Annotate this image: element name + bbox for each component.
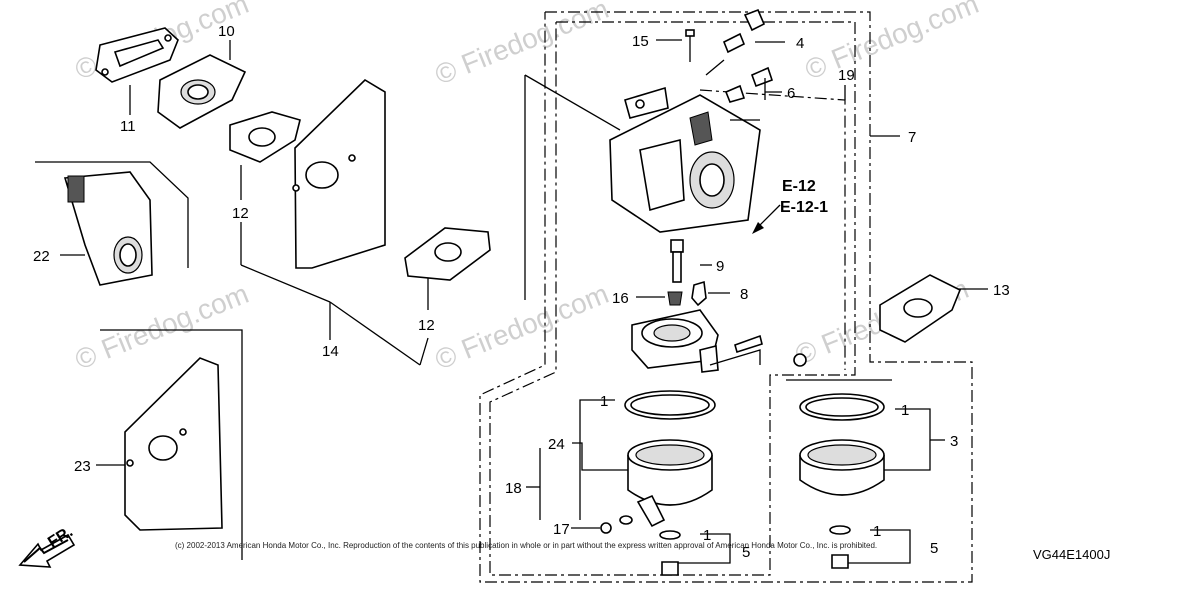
watermark: © Firedog.com	[431, 278, 613, 376]
watermark: © Firedog.com	[801, 0, 983, 86]
float	[631, 309, 719, 373]
part-label: 16	[612, 290, 629, 307]
carburetor	[609, 86, 761, 233]
part-label: 5	[930, 540, 938, 557]
part-label: 17	[553, 521, 570, 538]
part-label: 6	[787, 85, 795, 102]
gasket-13	[879, 274, 962, 343]
part-label: 4	[796, 35, 804, 52]
part-label: 7	[908, 129, 916, 146]
part-label: 19	[838, 67, 855, 84]
insulator-10	[157, 54, 247, 129]
jet-16	[667, 291, 683, 306]
part-label: 18	[505, 480, 522, 497]
part-label: 24	[548, 436, 565, 453]
part-label: 12	[418, 317, 435, 334]
part-label: 23	[74, 458, 91, 475]
screw-15	[685, 29, 695, 62]
part-labels: 11 10 12 12 14 22 23 15 4 6 19 7 9 16 8 …	[33, 23, 1010, 561]
jet-9	[670, 239, 684, 283]
plate-23	[100, 329, 243, 560]
direction-arrow	[18, 533, 76, 568]
part-label: 9	[716, 258, 724, 275]
part-label: 22	[33, 248, 50, 265]
part-label: 1	[901, 402, 909, 419]
part-label: 5	[742, 544, 750, 561]
leader-lines	[60, 39, 988, 564]
reference-label: E-12	[782, 178, 816, 195]
part-label: 8	[740, 286, 748, 303]
pin	[734, 334, 807, 367]
part-label: 14	[322, 343, 339, 360]
gasket-12-upper	[229, 111, 301, 163]
jet-8	[691, 280, 707, 307]
watermark: © Firedog.com	[71, 278, 253, 376]
part-label: 15	[632, 33, 649, 50]
plate-14	[292, 78, 386, 269]
reference-label: E-12-1	[780, 199, 828, 216]
gasket-11	[95, 27, 179, 83]
part-label: 13	[993, 282, 1010, 299]
part-label: 1	[873, 523, 881, 540]
choke-22	[35, 161, 189, 286]
part-label: 1	[600, 393, 608, 410]
screw-4	[705, 8, 766, 76]
float-chamber-24	[600, 390, 716, 576]
reference-arrow	[752, 204, 781, 234]
part-label: 11	[120, 118, 136, 135]
gasket-12-lower	[404, 227, 491, 281]
screw-6	[724, 66, 774, 103]
copyright-notice: (c) 2002-2013 American Honda Motor Co., …	[175, 541, 877, 550]
diagram-code: VG44E1400J	[1033, 547, 1110, 562]
watermark: © Firedog.com	[431, 0, 613, 91]
float-chamber-3	[786, 379, 892, 569]
part-label: 12	[232, 205, 249, 222]
part-label: 1	[703, 527, 711, 544]
part-label: 10	[218, 23, 235, 40]
part-label: 3	[950, 433, 958, 450]
